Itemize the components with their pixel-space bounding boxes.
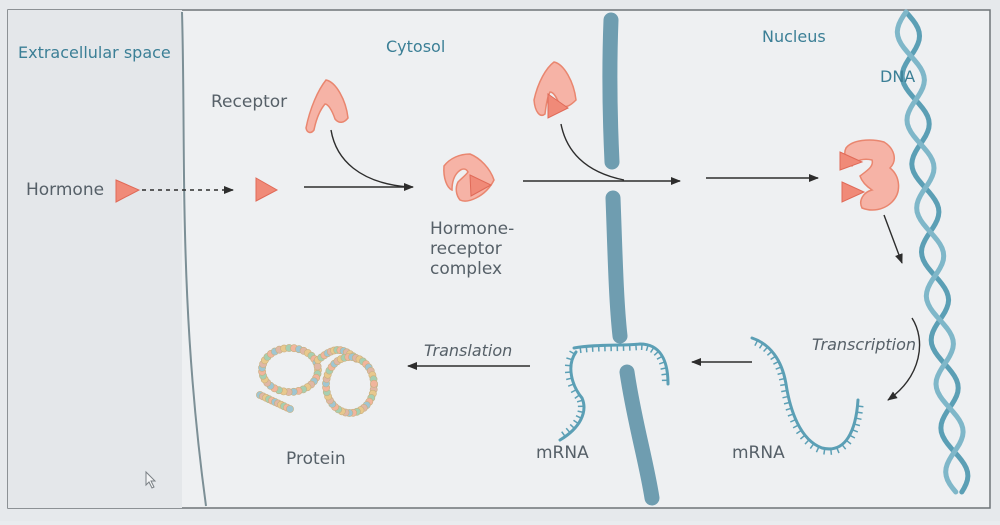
nucleus-label: Nucleus xyxy=(762,27,826,46)
mrna-nucleus-label: mRNA xyxy=(732,443,785,463)
protein-label: Protein xyxy=(286,449,346,469)
extracellular-region xyxy=(8,10,182,508)
transcription-label: Transcription xyxy=(812,335,916,354)
complex-label-line2: receptor xyxy=(430,239,502,259)
extracellular-space-label: Extracellular space xyxy=(18,43,171,62)
dna-label: DNA xyxy=(880,67,915,86)
mrna-cytosol-label: mRNA xyxy=(536,443,589,463)
complex-label-line3: complex xyxy=(430,259,502,279)
hormone-label: Hormone xyxy=(26,180,104,200)
receptor-label: Receptor xyxy=(211,92,287,112)
translation-label: Translation xyxy=(424,341,512,360)
complex-label-line1: Hormone- xyxy=(430,219,514,239)
cytosol-label: Cytosol xyxy=(386,37,445,56)
